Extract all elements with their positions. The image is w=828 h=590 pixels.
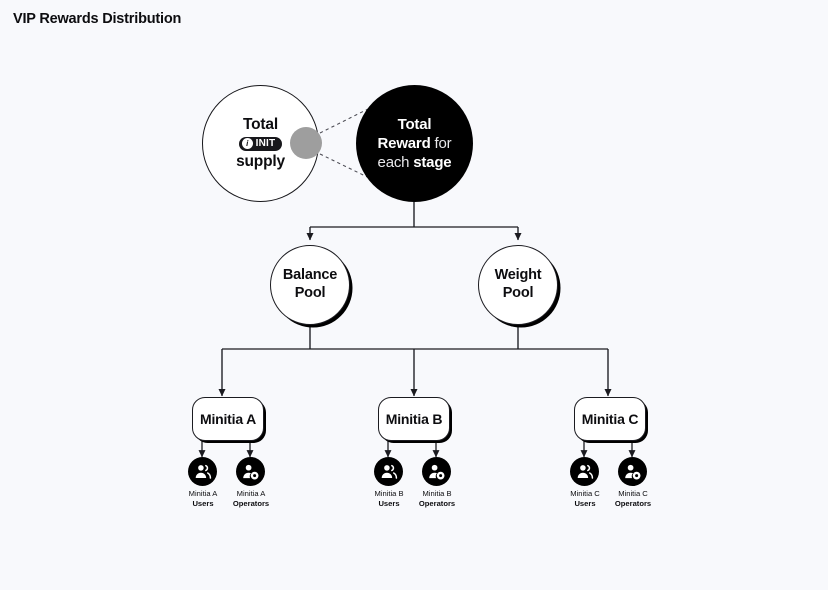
minitia-a-operators-label: Minitia A Operators <box>232 489 270 508</box>
reward-seg-each: each <box>377 154 410 172</box>
balance-pool-text: Balance Pool <box>283 267 337 302</box>
reward-seg-stage: stage <box>413 154 452 172</box>
weight-pool-text: Weight Pool <box>495 267 542 302</box>
minitia-c-operators-label: Minitia C Operators <box>614 489 652 508</box>
operators-gear-icon <box>429 464 445 480</box>
minitia-c-operators-icon[interactable] <box>618 457 647 486</box>
operators-gear-icon <box>625 464 641 480</box>
reward-seg-for: for <box>434 134 452 152</box>
users-icon <box>195 464 212 479</box>
users-icon <box>381 464 398 479</box>
total-reward-node[interactable]: Total Reward for each stage <box>356 85 473 202</box>
minitia-b-operators-label: Minitia B Operators <box>418 489 456 508</box>
minitia-b-operators-icon[interactable] <box>422 457 451 486</box>
page-title: VIP Rewards Distribution <box>13 11 182 27</box>
operators-gear-icon <box>243 464 259 480</box>
reward-to-pools-connector <box>306 201 522 241</box>
minitia-c-users-label: Minitia C Users <box>570 489 600 508</box>
balance-pool-line2: Pool <box>294 285 326 301</box>
minitia-a-users-label: Minitia A Users <box>188 489 218 508</box>
minitia-a-box[interactable]: Minitia A <box>192 397 264 441</box>
minitia-a-users-icon[interactable] <box>188 457 217 486</box>
balance-pool-node[interactable]: Balance Pool <box>270 245 350 325</box>
balance-pool-line1: Balance <box>282 267 338 284</box>
init-symbol: i <box>241 138 253 149</box>
weight-pool-node[interactable]: Weight Pool <box>478 245 558 325</box>
total-supply-line1: Total <box>243 116 278 134</box>
pools-to-minitia-connector <box>218 326 612 397</box>
init-label: INIT <box>255 137 276 149</box>
users-icon <box>577 464 594 479</box>
minitia-b-users-label: Minitia B Users <box>374 489 404 508</box>
minitia-c-users-icon[interactable] <box>570 457 599 486</box>
total-supply-text: Total i INIT supply <box>236 116 285 171</box>
focus-dot <box>290 127 322 159</box>
minitia-b-box[interactable]: Minitia B <box>378 397 450 441</box>
weight-pool-line1: Weight <box>494 267 542 284</box>
minitia-to-leaf-connectors <box>198 441 636 458</box>
minitia-b-users-icon[interactable] <box>374 457 403 486</box>
reward-seg-reward: Reward <box>377 134 431 152</box>
minitia-a-operators-icon[interactable] <box>236 457 265 486</box>
minitia-c-box[interactable]: Minitia C <box>574 397 646 441</box>
reward-seg-total: Total <box>397 115 432 133</box>
total-supply-line3: supply <box>236 152 285 170</box>
weight-pool-line2: Pool <box>502 285 534 301</box>
total-reward-text: Total Reward for each stage <box>368 115 462 173</box>
init-token-badge: i INIT <box>238 136 283 151</box>
